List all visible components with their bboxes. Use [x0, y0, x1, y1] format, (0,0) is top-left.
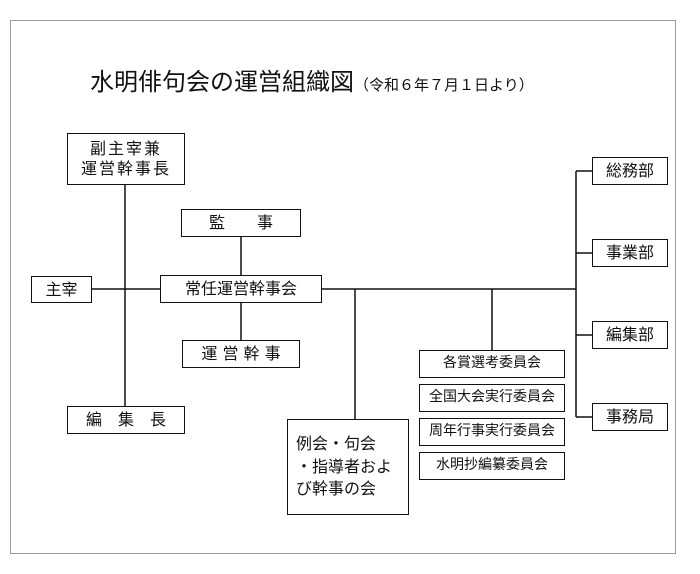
vice-chief-box: 副主宰兼 運営幹事長: [67, 133, 185, 185]
anniversary-committee-box: 周年行事実行委員会: [419, 418, 565, 446]
auditor-box: 監 事: [181, 209, 301, 237]
title-subtitle: （令和６年７月１日より）: [354, 76, 534, 94]
diagram-frame: [10, 20, 676, 554]
chief-box: 主宰: [31, 276, 92, 303]
managing-director-box: 運 営 幹 事: [182, 340, 300, 368]
editorial-box: 編集部: [592, 321, 668, 349]
secretariat-box: 事務局: [592, 403, 668, 431]
meetings-box: 例会・句会 ・指導者およ び幹事の会: [287, 419, 409, 515]
standing-committee-box: 常任運営幹事会: [160, 275, 322, 303]
business-box: 事業部: [592, 239, 668, 267]
national-convention-committee-box: 全国大会実行委員会: [419, 384, 565, 412]
awards-committee-box: 各賞選考委員会: [419, 350, 565, 378]
title-main: 水明俳句会の運営組織図: [90, 68, 354, 96]
diagram-title: 水明俳句会の運営組織図（令和６年７月１日より）: [90, 62, 534, 97]
anthology-committee-box: 水明抄編纂委員会: [419, 452, 565, 480]
general-affairs-box: 総務部: [592, 157, 668, 185]
editor-in-chief-box: 編 集 長: [67, 406, 185, 434]
